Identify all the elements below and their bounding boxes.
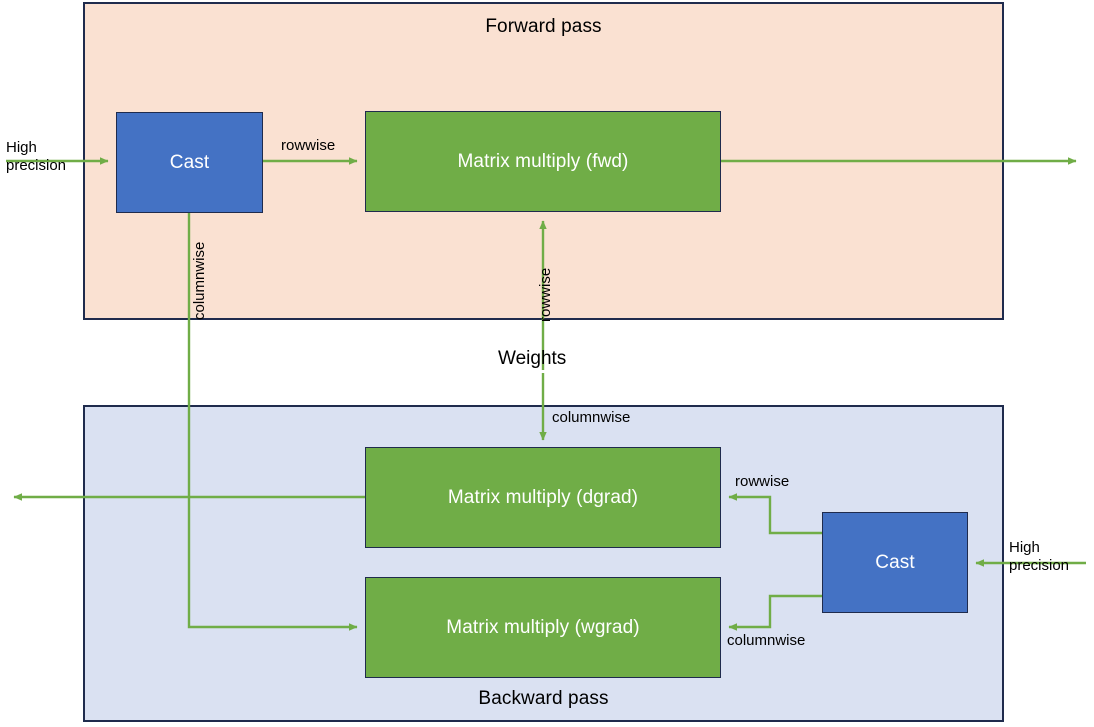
label-rowwise-cast-to-matmul-fwd: rowwise (281, 137, 336, 154)
node-matrix-multiply-fwd[interactable]: Matrix multiply (fwd) (365, 111, 721, 212)
label-columnwise-cast-forward: columnwise (191, 241, 208, 320)
node-cast-backward[interactable]: Cast (822, 512, 968, 613)
label-rowwise-cast-to-dgrad: rowwise (735, 473, 790, 490)
backward-pass-title: Backward pass (478, 688, 609, 709)
label-high-precision-input: High precision (6, 139, 67, 175)
node-matrix-multiply-fwd-label: Matrix multiply (fwd) (457, 150, 629, 172)
forward-pass-title: Forward pass (485, 16, 602, 37)
node-cast-forward[interactable]: Cast (116, 112, 263, 213)
label-columnwise-weights: columnwise (552, 409, 631, 426)
label-weights: Weights (498, 348, 567, 369)
label-rowwise-weights: rowwise (537, 267, 554, 322)
node-cast-forward-label: Cast (169, 151, 210, 173)
node-matrix-multiply-wgrad-label: Matrix multiply (wgrad) (446, 616, 640, 638)
node-matrix-multiply-dgrad[interactable]: Matrix multiply (dgrad) (365, 447, 721, 548)
node-matrix-multiply-wgrad[interactable]: Matrix multiply (wgrad) (365, 577, 721, 678)
node-matrix-multiply-dgrad-label: Matrix multiply (dgrad) (447, 486, 639, 508)
label-high-precision-input-backward: High precision (1009, 539, 1070, 575)
node-cast-backward-label: Cast (875, 551, 915, 573)
label-columnwise-cast-to-wgrad: columnwise (727, 632, 806, 649)
